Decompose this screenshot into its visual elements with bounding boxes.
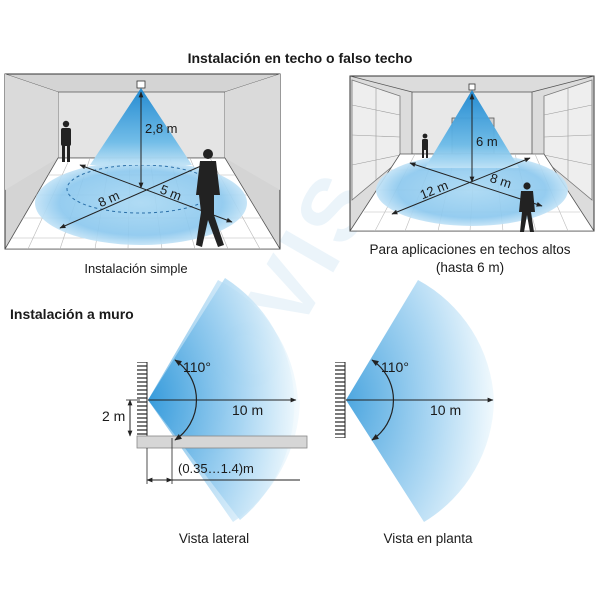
high-diag-right-label: 8 m [488, 170, 513, 191]
high-caption-line2: (hasta 6 m) [436, 260, 504, 275]
plan-angle-label: 110° [381, 359, 409, 375]
simple-height-label: 2,8 m [145, 121, 178, 136]
side-distance-label: (0.35…1.4)m [178, 461, 254, 476]
side-height-label: 2 m [102, 408, 125, 424]
ceiling-heading: Instalación en techo o falso techo [188, 50, 413, 66]
high-caption-line1: Para aplicaciones en techos altos [369, 242, 570, 257]
plan-view-illustration [335, 280, 494, 522]
high-ceiling-illustration [349, 75, 595, 232]
high-height-label: 6 m [476, 134, 498, 149]
side-angle-label: 110° [183, 359, 211, 375]
side-range-label: 10 m [232, 402, 263, 418]
side-caption: Vista lateral [179, 531, 249, 546]
simple-caption: Instalación simple [84, 261, 187, 276]
simple-room-illustration [4, 73, 281, 250]
plan-caption: Vista en planta [383, 531, 473, 546]
side-view-illustration [126, 278, 308, 522]
wall-heading: Instalación a muro [10, 306, 134, 322]
plan-range-label: 10 m [430, 402, 461, 418]
